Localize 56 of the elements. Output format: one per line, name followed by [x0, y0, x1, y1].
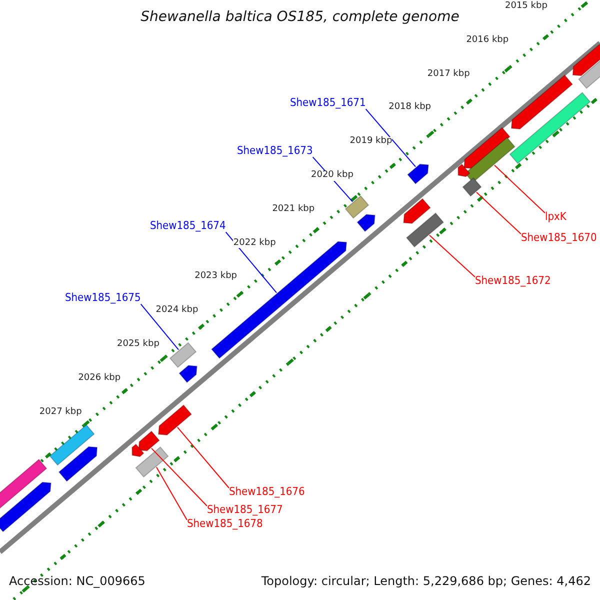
gene-label: Shew185_1670 [521, 232, 597, 244]
leader-line [140, 304, 179, 350]
scale-label: 2027 kbp [39, 408, 82, 418]
gene-label: Shew185_1678 [187, 518, 263, 530]
scale-label: 2018 kbp [388, 103, 431, 114]
gene-block [132, 444, 144, 458]
scale-label: 2016 kbp [466, 36, 509, 46]
gene-block [509, 92, 591, 164]
accession-text: Accession: NC_009665 [9, 575, 146, 588]
leader-line [365, 108, 416, 168]
gene-block [138, 430, 160, 452]
gene-block [406, 212, 444, 248]
gene-block [49, 424, 95, 466]
leader-line [494, 164, 546, 214]
genome-info-text: Topology: circular; Length: 5,229,686 bp; Genes: 4,462 [261, 575, 591, 588]
gene-block [0, 458, 48, 512]
gene-block [403, 198, 431, 224]
scale-label: 2020 kbp [311, 171, 354, 181]
leader-line [476, 192, 522, 234]
title: Shewanella baltica OS185, complete genome [140, 10, 460, 26]
scale-label: 2019 kbp [350, 137, 392, 148]
scale-label: 2025 kbp [117, 340, 160, 350]
gene-block [158, 404, 192, 436]
gene-block [510, 74, 574, 130]
gene-block [578, 59, 600, 89]
gene-block [58, 446, 98, 482]
scale-label: 2017 kbp [427, 70, 470, 80]
scale-label: 2021 kbp [272, 204, 315, 215]
gene-block [169, 342, 197, 368]
gene-label: Shew185_1672 [475, 275, 551, 288]
gene-label: Shew185_1675 [65, 292, 141, 304]
gene-block [572, 44, 600, 76]
scale-label: 2015 kbp [505, 2, 548, 12]
gene-block [0, 482, 52, 532]
gene-label: Shew185_1671 [290, 97, 366, 110]
gene-label: Shew185_1677 [207, 504, 283, 516]
gene-label: Shew185_1673 [237, 145, 313, 158]
gene-block [178, 364, 198, 384]
gene-block [458, 164, 470, 178]
leader-line [156, 466, 188, 520]
leader-line [225, 232, 277, 294]
gene-block [407, 164, 429, 184]
gene-block [135, 446, 169, 478]
scale-label: 2026 kbp [78, 374, 121, 384]
scale-label: 2023 kbp [194, 272, 237, 282]
leader-line [151, 448, 208, 506]
gene-label: Shew185_1676 [229, 486, 305, 498]
gene-block [462, 177, 482, 197]
scale-label: 2024 kbp [156, 306, 198, 316]
leader-line [429, 234, 476, 278]
gene-label: Shew185_1674 [150, 220, 226, 232]
gene-block [344, 195, 370, 219]
gene-label: lpxK [545, 211, 566, 224]
gene-block [356, 214, 376, 232]
scale-label: 2022 kbp [233, 238, 276, 248]
leader-line [177, 426, 230, 488]
